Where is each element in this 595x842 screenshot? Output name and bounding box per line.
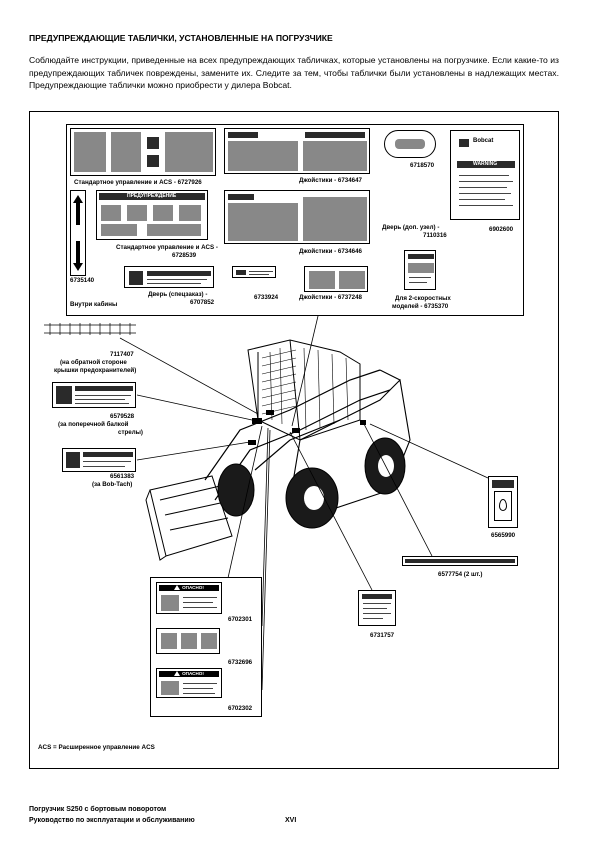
label-door-special: Дверь (спецзаказ) -	[148, 291, 208, 298]
label-6577754: 6577754 (2 шт.)	[438, 571, 483, 578]
decal-6735370	[404, 250, 436, 290]
page-number: XVI	[285, 817, 297, 824]
decal-6732696	[156, 628, 220, 654]
label-std-acs-2-num: 6728539	[172, 252, 197, 259]
decal-6735140	[70, 190, 86, 276]
decal-6734647	[224, 128, 370, 174]
warning-label: WARNING	[473, 161, 498, 167]
label-6731757: 6731757	[370, 632, 395, 639]
fuel-drop-icon	[499, 499, 507, 511]
decal-6727926	[70, 128, 216, 176]
label-6732696: 6732696	[228, 659, 253, 666]
label-two-speed-num: моделей - 6735370	[392, 303, 449, 310]
decal-7117407	[44, 321, 136, 337]
label-joysticks-2: Джойстики - 6734646	[299, 248, 362, 255]
decal-6734646	[224, 190, 370, 244]
label-6735140: 6735140	[70, 277, 95, 284]
danger-label-1: ОПАСНО!	[182, 585, 204, 590]
label-joysticks-1: Джойстики - 6734647	[299, 177, 362, 184]
label-6561383-note: (за Bob-Tach)	[92, 481, 133, 488]
warning-ru-label: ПРЕДУПРЕЖДЕНИЕ	[127, 193, 177, 199]
cab-decals-panel	[66, 124, 524, 316]
footer-manual: Руководство по эксплуатации и обслуживан…	[29, 817, 195, 824]
bobcat-logo-text: Bobcat	[473, 138, 494, 144]
decal-6561383	[62, 448, 136, 472]
footer-model: Погрузчик S250 с бортовым поворотом	[29, 806, 167, 813]
decal-6702301: ОПАСНО!	[156, 582, 222, 614]
decal-6718570	[384, 130, 436, 158]
label-door-opt: Дверь (доп. узел) -	[382, 224, 440, 231]
label-6561383: 6561383	[110, 473, 135, 480]
label-6902600: 6902600	[489, 226, 514, 233]
label-inside-cab: Внутри кабины	[70, 301, 118, 308]
label-std-acs-2: Стандартное управление и ACS -	[116, 244, 218, 251]
label-6579528: 6579528	[110, 413, 135, 420]
decal-6702302: ОПАСНО!	[156, 668, 222, 698]
decal-6737248	[304, 266, 368, 292]
decal-6579528	[52, 382, 136, 408]
label-6565990: 6565990	[491, 532, 516, 539]
label-7117407-note-2: крышки предохранителей)	[54, 367, 137, 374]
decals-frame	[29, 111, 559, 769]
label-door-opt-num: 7110316	[423, 232, 447, 239]
label-6579528-note-1: (за поперечной балкой	[58, 421, 129, 428]
acs-legend: ACS = Расширенное управление ACS	[38, 744, 155, 751]
decal-6707852	[124, 266, 214, 288]
label-6702302: 6702302	[228, 705, 253, 712]
decal-6902600: Bobcat WARNING	[450, 130, 520, 220]
warning-triangle-icon	[174, 585, 181, 591]
label-7117407: 7117407	[110, 351, 134, 358]
label-door-special-num: 6707852	[190, 299, 215, 306]
label-6579528-note-2: стрелы)	[118, 429, 143, 436]
label-6718570: 6718570	[410, 162, 435, 169]
decal-6565990	[488, 476, 518, 528]
label-joysticks-3: Джойстики - 6737248	[299, 294, 362, 301]
label-std-acs-1: Стандартное управление и ACS - 6727926	[74, 179, 202, 186]
page-title: ПРЕДУПРЕЖДАЮЩИЕ ТАБЛИЧКИ, УСТАНОВЛЕННЫЕ …	[29, 33, 333, 43]
danger-label-2: ОПАСНО!	[182, 671, 204, 676]
warning-triangle-icon-2	[174, 671, 181, 677]
decal-6733924	[232, 266, 276, 278]
label-6702301: 6702301	[228, 616, 253, 623]
intro-paragraph: Соблюдайте инструкции, приведенные на вс…	[29, 55, 559, 91]
label-6733924: 6733924	[254, 294, 279, 301]
decal-6728539: ПРЕДУПРЕЖДЕНИЕ	[96, 190, 208, 240]
label-7117407-note-1: (на обратной стороне	[60, 359, 127, 366]
decal-6577754	[402, 556, 518, 566]
decal-6731757	[358, 590, 396, 626]
label-two-speed: Для 2-скоростных	[395, 295, 451, 302]
